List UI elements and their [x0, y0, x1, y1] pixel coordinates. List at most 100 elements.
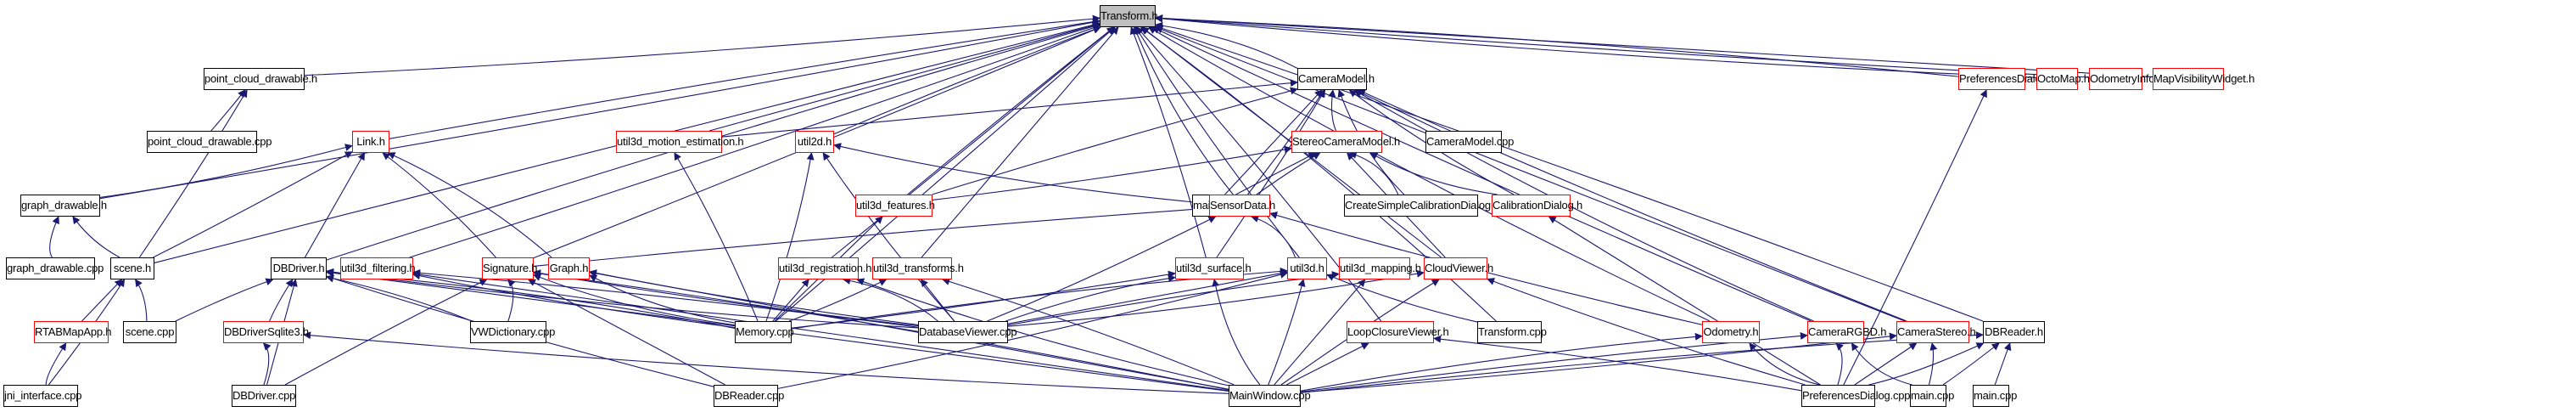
edge-camerargbd-h-to-cameramodel-h	[1353, 89, 1814, 322]
node-util3d-filtering-h[interactable]: util3d_filtering.h	[340, 257, 416, 279]
node-main-cpp-3[interactable]: main.cpp	[1973, 385, 2017, 407]
edge-octomap-h-to-transform-h	[1155, 14, 2037, 78]
node-cameramodel-h[interactable]: CameraModel.h	[1297, 68, 1375, 90]
node-point-cloud-drawable-h[interactable]: point_cloud_drawable.h	[204, 68, 317, 90]
node-vwdictionary-cpp[interactable]: VWDictionary.cpp	[470, 321, 555, 343]
node-util3d-h[interactable]: util3d.h	[1287, 257, 1327, 279]
node-transform-cpp[interactable]: Transform.cpp	[1477, 321, 1547, 343]
edge-dbreader-h-to-transform-h	[1155, 25, 1984, 322]
node-scene-cpp[interactable]: scene.cpp	[123, 321, 176, 343]
edge-memory-cpp-to-util3d-registration-h	[772, 279, 809, 322]
edge-stereocameramodel-h-to-cameramodel-h	[1328, 89, 1337, 132]
edge-preferencesdialog-cpp-to-camerargbd-h	[1835, 342, 1844, 386]
node-camerargbd-h[interactable]: CameraRGBD.h	[1807, 321, 1886, 343]
edge-main-cpp-2-to-camerargbd-h	[1851, 342, 1912, 386]
edge-camerastereo-h-to-transform-h	[1155, 25, 1906, 322]
node-dbdriver-cpp[interactable]: DBDriver.cpp	[232, 385, 296, 407]
edge-mainwindow-cpp-to-util3d-transforms-h	[942, 278, 1235, 386]
edge-dbreader-cpp-to-signature-h	[528, 279, 725, 386]
node-odometryinfo-h[interactable]: OdometryInfo.h	[2089, 68, 2164, 90]
edge-graph-drawable-h-to-link-h	[99, 144, 353, 198]
node-dbreader-cpp[interactable]: DBReader.cpp	[714, 385, 784, 407]
node-dbdriver-h[interactable]: DBDriver.h	[271, 257, 327, 279]
edge-util3d-registration-h-to-transform-h	[832, 26, 1115, 258]
node-loopclosureviewer-h[interactable]: LoopClosureViewer.h	[1347, 321, 1449, 343]
edge-main-cpp-3-to-dbreader-h	[1994, 342, 2012, 386]
edge-memory-cpp-to-graph-h	[589, 274, 736, 324]
edge-memory-cpp-to-signature-h	[533, 274, 736, 326]
edge-mainwindow-cpp-to-util3d-h	[1268, 279, 1306, 386]
edge-graph-drawable-h-to-transform-h	[99, 18, 1100, 200]
edge-util3d-features-h-to-transform-h	[907, 26, 1115, 195]
node-dbreader-h[interactable]: DBReader.h	[1983, 321, 2045, 343]
edges-layer	[45, 14, 2153, 394]
node-preferencesdialog-h[interactable]: PreferencesDialog.h	[1958, 68, 2056, 90]
node-camerastereo-h[interactable]: CameraStereo.h	[1896, 321, 1976, 343]
edge-memory-cpp-to-util3d-transforms-h	[788, 279, 888, 322]
node-util3d-motion-estimation-h[interactable]: util3d_motion_estimation.h	[616, 131, 744, 153]
edge-mainwindow-cpp-to-util3d-filtering-h	[412, 270, 1229, 392]
edge-databaseviewer-cpp-to-util3d-surface-h	[1005, 274, 1176, 322]
node-mapvisibilitywidget-h[interactable]: MapVisibilityWidget.h	[2153, 68, 2254, 90]
edge-vwdictionary-cpp-to-signature-h	[507, 279, 516, 322]
edge-scene-h-to-point-cloud-drawable-h	[138, 89, 248, 258]
node-util3d-mapping-h[interactable]: util3d_mapping.h	[1339, 257, 1421, 279]
node-dbdriversqlite3-h[interactable]: DBDriverSqlite3.h	[223, 321, 309, 343]
edge-camerargbd-h-to-transform-h	[1151, 26, 1812, 322]
node-util2d-h[interactable]: util2d.h	[795, 131, 834, 153]
node-odometry-h[interactable]: Odometry.h	[1702, 321, 1760, 343]
node-memory-cpp[interactable]: Memory.cpp	[735, 321, 794, 343]
node-cloudviewer-h[interactable]: CloudViewer.h	[1424, 257, 1493, 279]
node-preferencesdialog-cpp[interactable]: PreferencesDialog.cpp	[1801, 385, 1911, 407]
edge-odometryinfo-h-to-transform-h	[1155, 14, 2090, 78]
node-util3d-registration-h[interactable]: util3d_registration.h	[778, 257, 871, 279]
edge-databaseviewer-cpp-to-util3d-mapping-h	[1007, 271, 1340, 326]
edge-util3d-h-to-sensordata-h	[1251, 215, 1296, 258]
edge-main-cpp-1-to-cameramodel-h	[1224, 89, 1323, 195]
node-util3d-surface-h[interactable]: util3d_surface.h	[1175, 257, 1252, 279]
edge-vwdictionary-cpp-to-dbdriver-h	[326, 274, 473, 322]
edge-dbreader-cpp-to-util3d-h	[777, 270, 1288, 389]
node-signature-h[interactable]: Signature.h	[482, 257, 537, 279]
node-link-h[interactable]: Link.h	[352, 131, 389, 153]
node-sensordata-h[interactable]: SensorData.h	[1209, 195, 1275, 217]
edge-databaseviewer-cpp-to-cloudviewer-h	[1007, 269, 1425, 327]
node-main-cpp-2[interactable]: main.cpp	[1910, 385, 1954, 407]
node-databaseviewer-cpp[interactable]: DatabaseViewer.cpp	[918, 321, 1017, 343]
node-util3d-features-h[interactable]: util3d_features.h	[855, 195, 935, 217]
node-mainwindow-cpp[interactable]: MainWindow.cpp	[1229, 385, 1311, 407]
edge-main-cpp-2-to-dbreader-h	[1942, 342, 2000, 386]
edge-util3d-surface-h-to-transform-h	[1129, 26, 1207, 258]
edge-util3d-motion-estimation-h-to-transform-h	[708, 21, 1100, 132]
node-cameramodel-cpp[interactable]: CameraModel.cpp	[1425, 131, 1514, 153]
edge-preferencesdialog-cpp-to-calibrationdialog-h	[1548, 216, 1821, 386]
node-graph-h[interactable]: Graph.h	[548, 257, 590, 279]
edge-dbdriver-cpp-to-signature-h	[284, 279, 488, 386]
edge-point-cloud-drawable-cpp-to-point-cloud-drawable-h	[210, 89, 246, 132]
edge-graph-h-to-link-h	[387, 152, 552, 258]
edge-preferencesdialog-cpp-to-loopclosureviewer-h	[1433, 335, 1802, 392]
edge-memory-cpp-to-util3d-motion-estimation-h	[674, 152, 759, 322]
node-calibrationdialog-h[interactable]: CalibrationDialog.h	[1492, 195, 1582, 217]
edge-main-cpp-1-to-stereocameramodel-h	[1235, 152, 1317, 195]
edge-util3d-motion-estimation-h-to-cameramodel-h	[721, 79, 1298, 138]
node-rtabmapapp-h[interactable]: RTABMapApp.h	[34, 321, 112, 343]
edge-odometry-h-to-transform-h	[1148, 26, 1711, 322]
edge-databaseviewer-cpp-to-util3d-transforms-h	[920, 279, 955, 322]
node-graph-drawable-h[interactable]: graph_drawable.h	[20, 195, 107, 217]
node-createsimplecalibrationdialog-cpp[interactable]: CreateSimpleCalibrationDialog.cpp	[1344, 195, 1511, 217]
node-octomap-h[interactable]: OctoMap.h	[2036, 68, 2090, 90]
edge-util3d-features-h-to-stereocameramodel-h	[932, 145, 1292, 201]
node-scene-h[interactable]: scene.h	[110, 257, 154, 279]
edge-main-cpp-2-to-camerastereo-h	[1928, 342, 1938, 386]
edge-camerastereo-h-to-cameramodel-h	[1358, 89, 1907, 322]
edge-sensordata-h-to-stereocameramodel-h	[1256, 152, 1321, 195]
node-graph-drawable-cpp[interactable]: graph_drawable.cpp	[6, 257, 104, 279]
node-transform-h[interactable]: Transform.h	[1100, 5, 1158, 27]
node-stereocameramodel-h[interactable]: StereoCameraModel.h	[1291, 131, 1400, 153]
edge-jni-interface-cpp-to-rtabmapapp-h	[45, 342, 67, 386]
node-point-cloud-drawable-cpp[interactable]: point_cloud_drawable.cpp	[147, 131, 272, 153]
node-util3d-transforms-h[interactable]: util3d_transforms.h	[872, 257, 964, 279]
node-jni-interface-cpp[interactable]: jni_interface.cpp	[3, 385, 81, 407]
